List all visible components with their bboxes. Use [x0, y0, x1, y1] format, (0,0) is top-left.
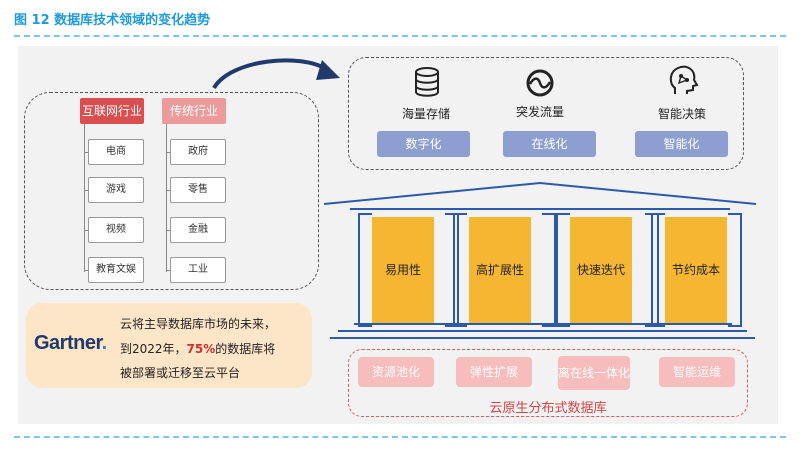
industry-item-finance: 金融 — [170, 217, 226, 243]
temple-roof — [323, 181, 757, 210]
industry-item-ecommerce: 电商 — [88, 139, 144, 165]
pillar-bracket — [358, 213, 372, 327]
pillar-bracket — [453, 213, 467, 327]
capability-label-storage: 海量存储 — [401, 107, 450, 121]
pillar-bracket — [542, 213, 556, 327]
temple-base — [330, 323, 755, 339]
industry-item-government: 政府 — [170, 139, 226, 165]
feature-elastic-scaling: 弹性扩展 — [456, 357, 532, 387]
capabilities-box — [348, 57, 744, 170]
gartner-quote-line-2: 到2022年，75%的数据库将 — [120, 342, 276, 356]
pillar-bracket — [651, 213, 665, 327]
feature-offline-online-integration: 离在线一体化 — [558, 356, 630, 390]
capability-tag-intelligent: 智能化 — [635, 131, 728, 157]
database-icon — [415, 67, 439, 97]
traditional-industry-header: 传统行业 — [162, 98, 226, 124]
ai-head-icon — [669, 65, 699, 94]
capability-label-decision: 智能决策 — [657, 107, 706, 121]
cloud-native-box — [348, 349, 748, 417]
gartner-highlight: 75% — [186, 342, 216, 356]
gartner-quote-line-1: 云将主导数据库市场的未来， — [120, 317, 277, 331]
industry-box — [24, 92, 319, 290]
capability-tag-online: 在线化 — [503, 131, 596, 157]
top-divider — [14, 35, 786, 37]
industry-item-video: 视频 — [88, 217, 144, 243]
industry-item-education: 教育文娱 — [88, 257, 144, 283]
capability-tag-digital: 数字化 — [377, 131, 470, 157]
pillar-bracket — [728, 213, 742, 327]
pillar-scalability: 高扩展性 — [469, 217, 531, 323]
pillar-usability: 易用性 — [372, 217, 434, 323]
internet-industry-header: 互联网行业 — [80, 98, 144, 124]
figure-title: 图 12 数据库技术领域的变化趋势 — [14, 13, 211, 28]
industry-item-gaming: 游戏 — [88, 177, 144, 203]
gartner-quote-box — [26, 303, 312, 388]
flow-arrow — [212, 58, 340, 90]
feature-intelligent-ops: 智能运维 — [659, 357, 735, 387]
pillar-bracket — [445, 213, 459, 327]
pillar-cost-saving: 节约成本 — [665, 217, 727, 323]
bottom-divider — [14, 436, 786, 438]
wave-icon — [526, 69, 554, 97]
gartner-logo: Gartner. — [34, 332, 107, 354]
cloud-native-label: 云原生分布式数据库 — [489, 401, 607, 416]
traditional-tree-line — [166, 124, 167, 272]
feature-resource-pooling: 资源池化 — [358, 357, 434, 387]
pillar-fast-iteration: 快速迭代 — [570, 217, 632, 323]
gartner-quote-line-3: 被部署或迁移至云平台 — [120, 366, 241, 380]
industry-item-retail: 零售 — [170, 177, 226, 203]
capability-label-traffic: 突发流量 — [515, 105, 564, 119]
pillar-bracket — [556, 213, 570, 327]
internet-tree-line — [84, 124, 85, 272]
industry-item-industry: 工业 — [170, 257, 226, 283]
